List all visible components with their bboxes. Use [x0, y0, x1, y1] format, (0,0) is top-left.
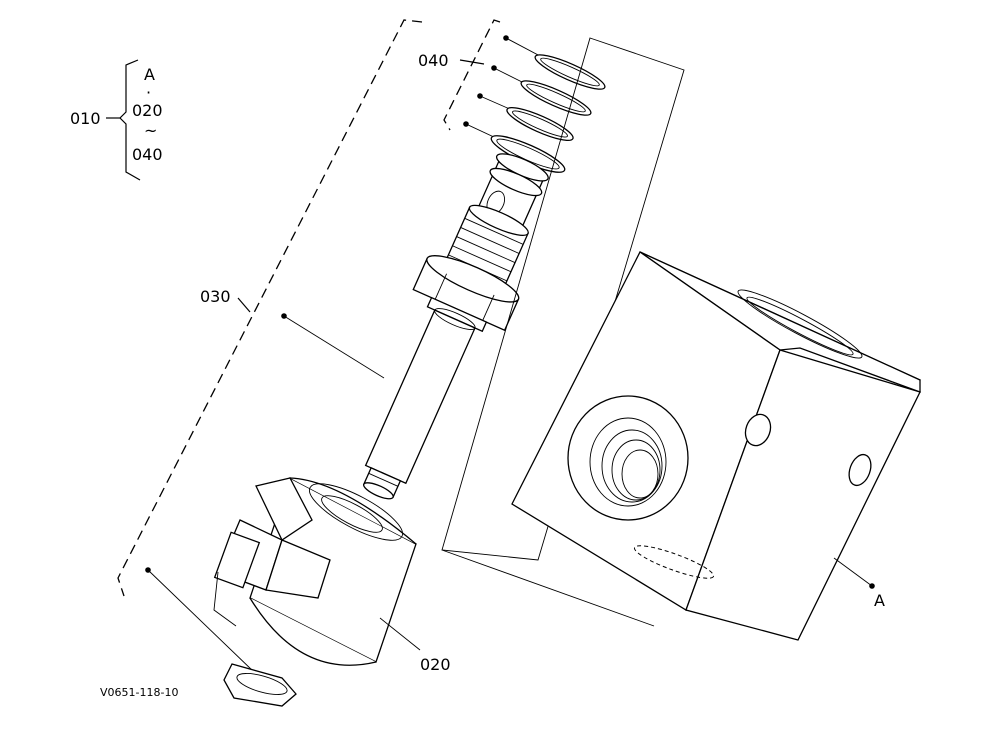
retaining-nut [145, 567, 297, 707]
mounting-plane [441, 37, 685, 561]
label-a: A [874, 591, 885, 610]
legend-sep-tilde: ~ [144, 121, 157, 140]
label-020: 020 [420, 655, 451, 674]
valve-block [511, 251, 921, 641]
legend-line-a: A [144, 65, 155, 84]
label-010: 010 [70, 109, 101, 128]
valve-cartridge [362, 153, 549, 500]
assembly-legend: 010 A · 020 ~ 040 [70, 59, 163, 181]
label-030-tick [237, 297, 251, 313]
label-040: 040 [418, 51, 449, 70]
o-ring-dashed-bracket [443, 19, 501, 131]
assembly-dashed-bracket [117, 19, 423, 597]
cartridge-leader [283, 315, 385, 379]
block-leader [833, 557, 873, 587]
o-ring-set [463, 35, 606, 173]
label-030: 030 [200, 287, 231, 306]
o-ring-leader [459, 59, 485, 65]
coil-leader [379, 617, 421, 651]
legend-line-040: 040 [132, 145, 163, 164]
solenoid-coil [213, 477, 417, 666]
legend-line-020: 020 [132, 101, 163, 120]
cartridge-leader-dot [281, 313, 287, 319]
mounting-plane-bottom [441, 549, 655, 627]
drawing-code: V0651-118-10 [100, 686, 178, 699]
block-leader-dot [869, 583, 875, 589]
legend-sep-dot: · [146, 83, 151, 102]
